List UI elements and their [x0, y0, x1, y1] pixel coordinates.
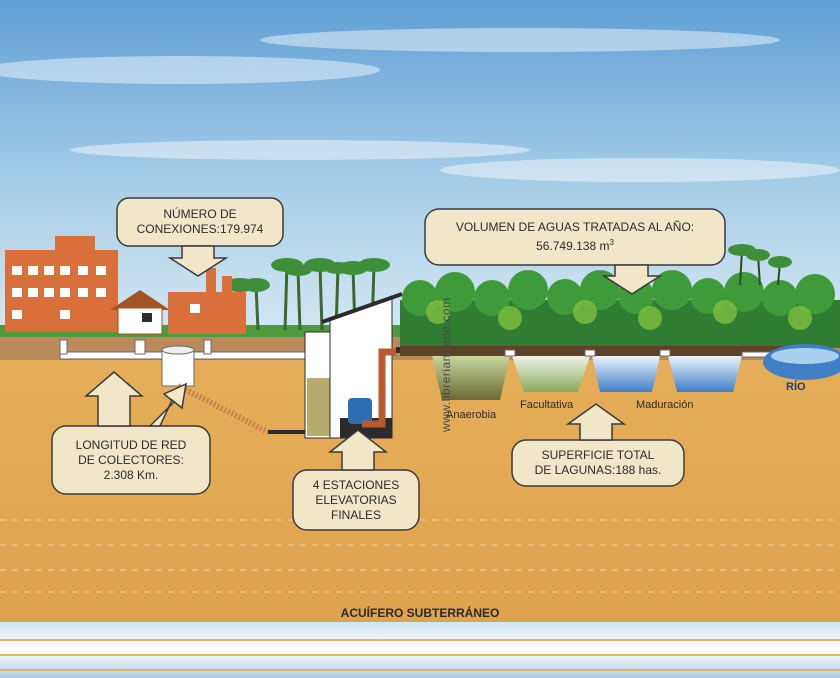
aquifer-band — [0, 622, 840, 678]
collector-network-callout: LONGITUD DE RED DE COLECTORES: 2.308 Km. — [52, 426, 210, 494]
callout-shapes — [51, 197, 726, 531]
pump-station — [304, 292, 415, 439]
treated-volume-callout: VOLUMEN DE AGUAS TRATADAS AL AÑO: 56.749… — [425, 209, 725, 265]
lagoon-area-callout-line1: SUPERFICIE TOTAL — [541, 448, 655, 462]
lagoon-connectors — [504, 349, 778, 358]
lagoon-maduracion-2 — [668, 356, 742, 392]
pump-stations-callout-line3: FINALES — [330, 507, 381, 522]
pump-stations-callout: 4 ESTACIONES ELEVATORIAS FINALES — [293, 470, 419, 530]
connections-callout: NÚMERO DE CONEXIONES:179.974 — [117, 198, 283, 246]
treated-volume-unit-superscript: 3 — [609, 238, 614, 247]
lagoon-facultativa — [512, 356, 590, 392]
connections-callout-line2: CONEXIONES:179.974 — [136, 222, 264, 236]
lagoon-maduracion-1 — [592, 356, 660, 392]
apartment-building — [5, 236, 118, 332]
treated-volume-callout-line2-wrap: 56.749.138 m3 — [536, 235, 614, 254]
forest — [400, 244, 840, 348]
lagoon-area-callout: SUPERFICIE TOTAL DE LAGUNAS:188 has. — [512, 440, 684, 486]
clouds — [0, 28, 840, 182]
pump-stations-callout-line1: 4 ESTACIONES — [312, 477, 400, 492]
collector-network-callout-line2: DE COLECTORES: — [78, 452, 184, 467]
manhole — [161, 345, 195, 387]
lagoon-label-maduracion: Maduración — [636, 399, 694, 411]
aquifer-label: ACUÍFERO SUBTERRÁNEO — [340, 606, 500, 620]
connections-callout-line1: NÚMERO DE — [163, 207, 237, 221]
small-house — [110, 290, 170, 335]
lagoon-anaerobia — [432, 356, 510, 400]
lagoon-label-anaerobia: Anaerobia — [446, 409, 497, 421]
collector-network-callout-line1: LONGITUD DE RED — [75, 437, 187, 452]
soil-strata-lines — [0, 519, 840, 593]
sloped-collector — [176, 383, 270, 435]
river — [763, 344, 840, 380]
lagoon-area-callout-line2: DE LAGUNAS:188 has. — [534, 463, 662, 477]
aquifer-stripes — [0, 639, 840, 671]
river-label: RÍO — [786, 381, 806, 393]
watermark-text: www.librerianueno.com — [439, 297, 453, 432]
treated-volume-callout-line1: VOLUMEN DE AGUAS TRATADAS AL AÑO: — [455, 220, 695, 234]
collector-network-callout-line3: 2.308 Km. — [103, 467, 159, 482]
factory — [168, 268, 246, 334]
pump-stations-callout-line2: ELEVATORIAS — [315, 492, 397, 507]
lagoon-label-facultativa: Facultativa — [520, 399, 574, 411]
treated-volume-callout-line2: 56.749.138 m — [536, 239, 610, 253]
